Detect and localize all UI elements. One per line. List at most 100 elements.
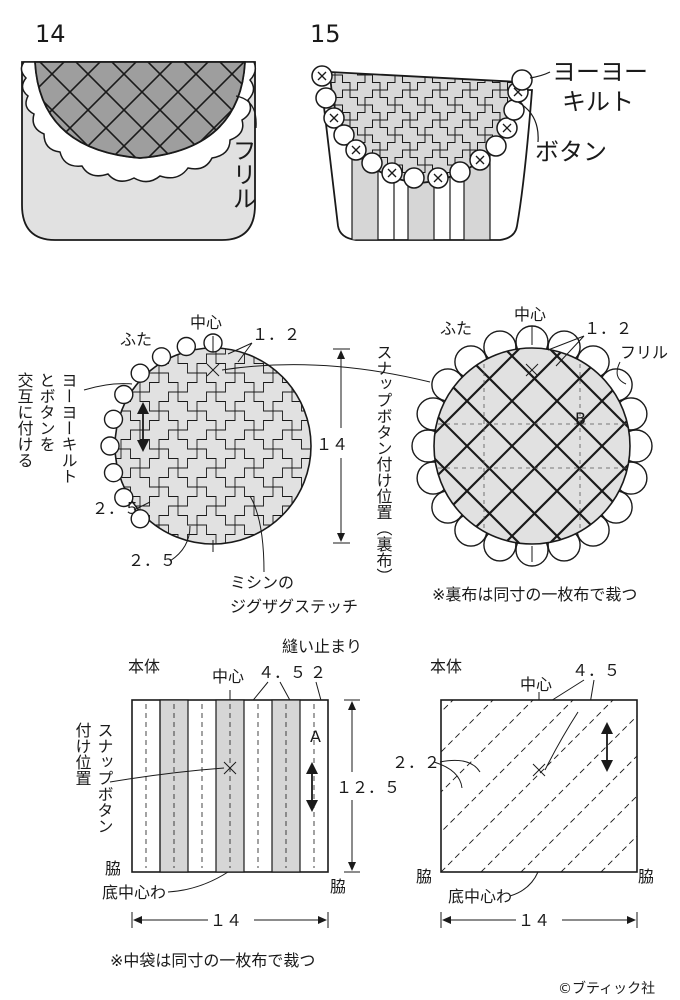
sashiko-motif [500, 15, 530, 45]
flap-right-part-letter: B [575, 409, 586, 428]
diagonal-stitch-line [441, 700, 494, 753]
quilt-line [35, 62, 213, 158]
figure-15-number: 15 [310, 20, 341, 48]
flap-left-yoyo-note-3: 交互に付ける [15, 372, 34, 468]
button-stitch [317, 71, 327, 81]
quilt-line [434, 348, 630, 544]
sashiko-motif [350, 15, 380, 45]
quilt-line [35, 62, 245, 158]
sashiko-motif [469, 72, 501, 76]
yoyo-circle [176, 336, 197, 357]
body-left-spacing: ４．５ [258, 663, 306, 682]
body-left-side-left: 脇 [105, 859, 121, 878]
quilt-line [35, 62, 245, 158]
credit: ©ブティック社 [558, 980, 655, 997]
yoyo-label-15a: ヨーヨー [552, 58, 648, 86]
body-left-side-right: 脇 [330, 877, 346, 896]
yoyo-circle [403, 167, 425, 189]
yoyo-circle [114, 384, 134, 405]
button-stitch [433, 173, 443, 183]
body-right-side-right: 脇 [638, 867, 654, 886]
flap-left-lid-label: ふた [120, 330, 152, 349]
flap-left-grain-arrow [137, 402, 149, 452]
sashiko-motif [290, 165, 320, 195]
frill-leader-14 [235, 95, 257, 129]
yoyo-circle [103, 409, 124, 429]
sashiko-motif [410, 15, 440, 45]
body-right: 本体 中心 ４．５ ２．２ 脇 脇 底中心わ １４ [392, 657, 654, 932]
quilt-line [71, 62, 245, 158]
flap-right-spacing-leader [547, 335, 585, 367]
yoyo-circle [315, 87, 337, 109]
sashiko-motif [290, 195, 320, 225]
flap-left-yoyo-row [100, 333, 223, 529]
sashiko-motif [380, 0, 410, 15]
body-right-title: 本体 [430, 657, 462, 676]
sashiko-motif [64, 525, 102, 563]
quilt-line [434, 348, 630, 544]
flap-right-circle [433, 347, 631, 545]
button-stitch [351, 145, 361, 155]
yoyo-leader-15 [529, 71, 551, 79]
sashiko-motif [290, 135, 320, 165]
body-left-snap-leader [109, 767, 225, 783]
yoyo-circle [333, 124, 355, 146]
sashiko-motif [470, 15, 500, 45]
sashiko-motif [291, 448, 311, 488]
body-right-bottom-label: 底中心わ [448, 887, 512, 906]
body-right-center-label: 中心 [520, 675, 552, 694]
sashiko-motif [349, 72, 381, 76]
yoyo-circle [503, 99, 525, 121]
body-left-snap-note-2: 付け位置 [73, 722, 92, 786]
sashiko-motif [64, 335, 102, 373]
yoyo-circle [130, 363, 150, 383]
body-left-part-letter: A [310, 727, 321, 746]
body-left-bottom-leader [167, 871, 229, 893]
body-right-width-dim [440, 908, 638, 932]
flap-left-spacing: １．２ [252, 325, 300, 344]
yoyo-circle [449, 161, 471, 183]
sashiko-motif [291, 410, 311, 450]
flap-left-dim-a-leader [133, 501, 151, 511]
yoyo-circle [511, 69, 533, 91]
sashiko-motif [500, 0, 530, 15]
sashiko-motif [64, 297, 102, 335]
flap-left-spacing-leader [227, 342, 253, 363]
diagonal-stitch-line [560, 795, 637, 872]
diagonal-stitch-line [441, 700, 574, 833]
sashiko-motif [470, 0, 500, 15]
flap-left: ふた 中心 １．２ ヨーヨーキルト とボタンを 交互に付ける １４ ２．５ ２． [15, 297, 431, 616]
flap-left-dim-a: ２．５ [92, 499, 140, 518]
flap-left-center-label: 中心 [190, 313, 222, 332]
figure-14-number: 14 [35, 20, 66, 48]
figure-14: 14 フリル [20, 20, 257, 241]
flap-left-diameter: １４ [316, 435, 348, 454]
yoyo-circle [485, 135, 507, 157]
body-left-height-dim [334, 699, 394, 873]
flap-left-yoyo-leader [83, 383, 133, 391]
snap-mark-right [525, 363, 539, 377]
sashiko-motif [409, 72, 441, 76]
sashiko-motif [530, 0, 560, 15]
flap-left-stitch-leader [249, 495, 265, 573]
sashiko-motif [530, 195, 560, 225]
body-right-diag-leaders [433, 759, 481, 789]
yoyo-circle [103, 463, 124, 483]
body-left-width-dim [131, 908, 329, 932]
diagonal-stitch-line [441, 700, 614, 872]
sashiko-motif [440, 15, 470, 45]
footnote: ※中袋は同寸の一枚布で裁つ [110, 951, 315, 970]
flap-right-frill-leader [616, 361, 627, 385]
body-right-spacing: ４．５ [572, 661, 620, 680]
sashiko-motif [410, 0, 440, 15]
quilt-line [434, 348, 630, 544]
sashiko-motif [530, 225, 560, 255]
lid-14-quilting [35, 62, 245, 158]
sashiko-motif [290, 0, 320, 15]
figure-15: 15 ヨーヨー キルト ボタン [290, 0, 648, 255]
body-left: 本体 縫い止まり 中心 ４．５ ２ A [73, 637, 400, 932]
body-left-center-label: 中心 [212, 667, 244, 686]
body-left-stop-label: 縫い止まり [282, 637, 362, 656]
sashiko-motif [215, 524, 255, 544]
